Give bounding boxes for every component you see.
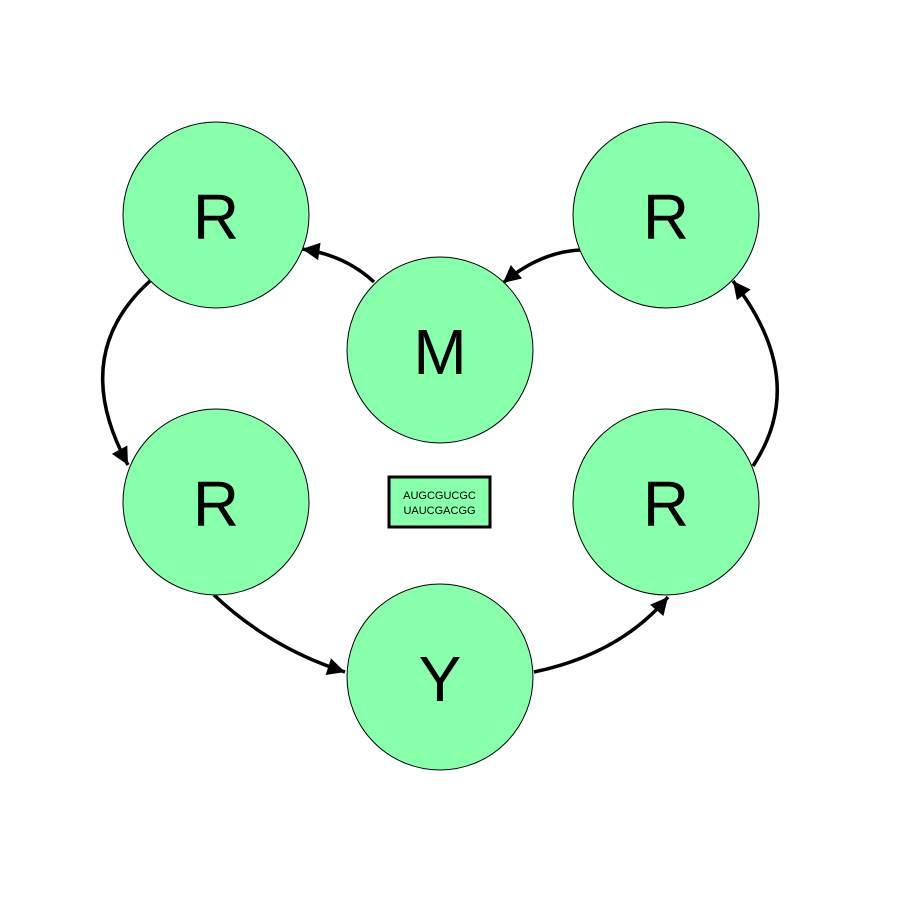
- node-circle: [572, 408, 760, 596]
- edge-m-to-r-top-left: [301, 242, 376, 284]
- node-r-top-right: R: [572, 121, 760, 309]
- node-circle: [346, 583, 534, 771]
- edge-r-top-right-to-m: [501, 248, 581, 285]
- sequence-box-frame: [387, 475, 492, 529]
- node-label: R: [643, 181, 689, 253]
- node-label: R: [643, 468, 689, 540]
- edge-r-mid-left-to-y: [212, 593, 346, 675]
- node-r-mid-right: R: [572, 408, 760, 596]
- node-r-top-left: R: [122, 121, 310, 309]
- node-label: Y: [419, 643, 462, 715]
- node-label: M: [413, 316, 466, 388]
- sequence-box: AUGCGUCGC UAUCGACGG: [387, 475, 492, 529]
- node-y-bottom: Y: [346, 583, 534, 771]
- node-r-mid-left: R: [122, 408, 310, 596]
- node-m-center: M: [346, 256, 534, 444]
- node-circle: [122, 408, 310, 596]
- sequence-line-2: UAUCGACGG: [403, 505, 475, 517]
- node-circle: [346, 256, 534, 444]
- node-circle: [122, 121, 310, 309]
- edge-r-mid-right-to-r-top-right: [731, 279, 779, 467]
- node-label: R: [193, 468, 239, 540]
- edge-y-to-r-mid-right: [533, 595, 670, 674]
- node-circle: [572, 121, 760, 309]
- edge-r-top-left-to-r-mid-left: [100, 279, 152, 466]
- sequence-line-1: AUGCGUCGC: [403, 490, 476, 502]
- node-label: R: [193, 181, 239, 253]
